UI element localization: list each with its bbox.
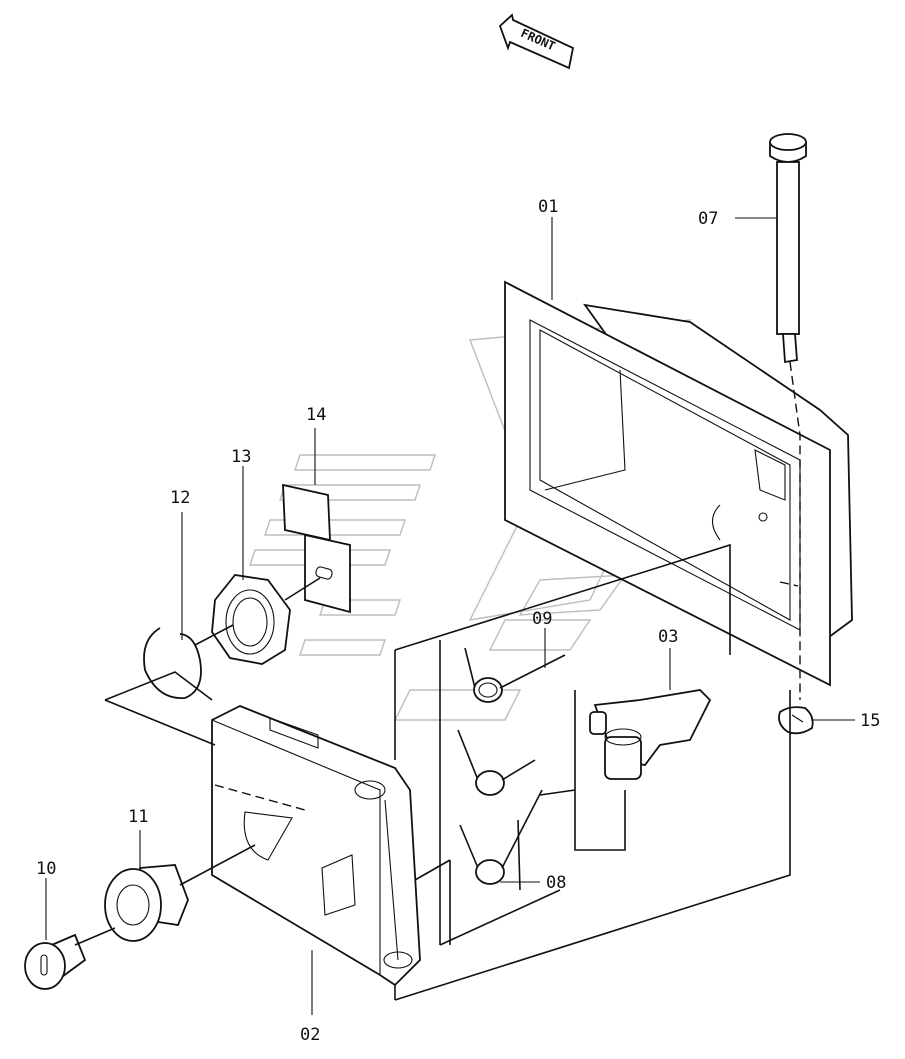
plate xyxy=(282,483,351,614)
part-label-15: 15 xyxy=(860,711,880,731)
front-arrow-shape xyxy=(498,13,575,70)
part-label-08: 08 xyxy=(546,873,566,893)
leader-lines xyxy=(45,217,855,1015)
front-arrow: FRONT xyxy=(498,13,575,70)
snap-ring xyxy=(143,627,202,699)
lock-body xyxy=(211,705,421,987)
part-label-03: 03 xyxy=(658,627,678,647)
part-label-09: 09 xyxy=(532,609,552,629)
spring-lower xyxy=(457,729,543,885)
part-label-14: 14 xyxy=(306,405,326,425)
part-label-12: 12 xyxy=(170,488,190,508)
nut xyxy=(211,574,291,665)
part-labels: 01 02 03 07 08 09 10 11 12 13 14 15 xyxy=(36,197,880,1045)
housing-frame xyxy=(504,280,853,687)
part-label-02: 02 xyxy=(300,1025,320,1045)
part-label-07: 07 xyxy=(698,209,718,229)
e-clip xyxy=(778,706,814,735)
latch-lever xyxy=(589,689,712,780)
hinge-pin xyxy=(769,133,807,364)
key-cylinder xyxy=(24,933,87,990)
cylinder-bushing xyxy=(104,864,189,942)
part-label-11: 11 xyxy=(128,807,148,827)
assembly-lines xyxy=(74,361,801,1001)
part-label-13: 13 xyxy=(231,447,251,467)
part-label-10: 10 xyxy=(36,859,56,879)
spring-upper xyxy=(464,647,566,703)
part-label-01: 01 xyxy=(538,197,558,217)
